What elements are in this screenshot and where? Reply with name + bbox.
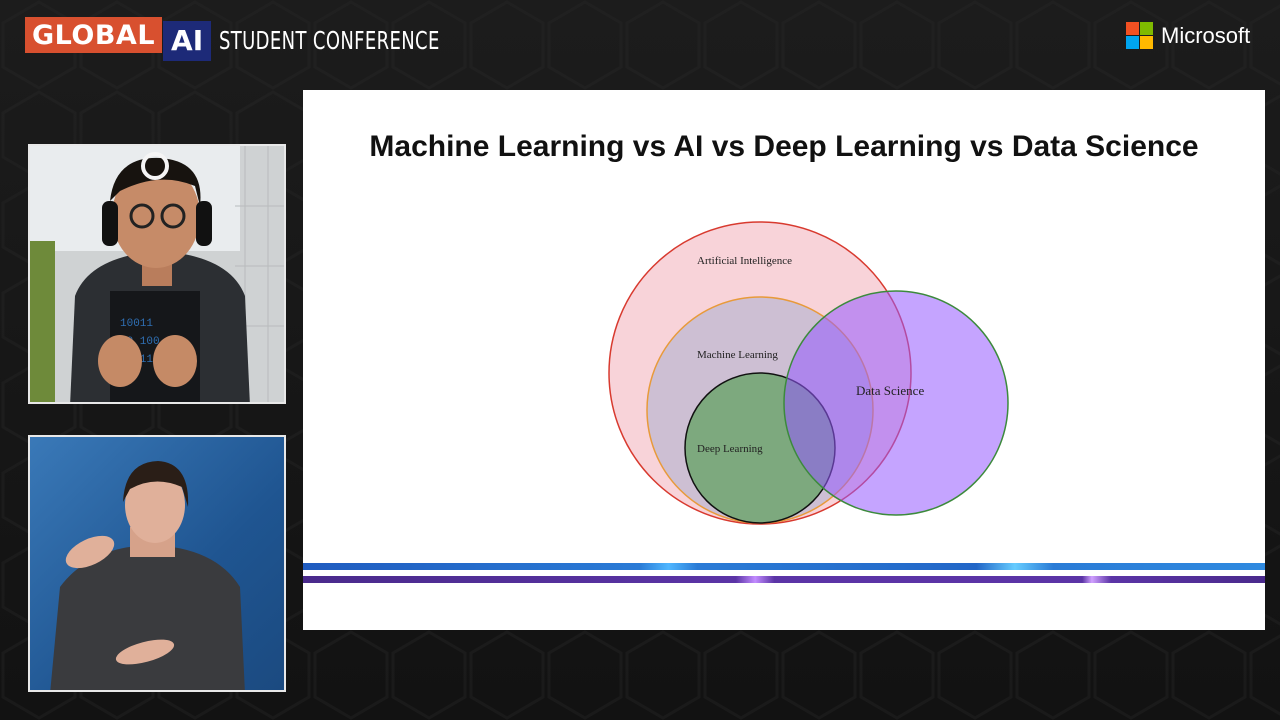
presentation-slide: Machine Learning vs AI vs Deep Learning …	[303, 90, 1265, 630]
microsoft-windows-icon	[1126, 22, 1153, 49]
ds-label: Data Science	[856, 383, 924, 398]
ml-label: Machine Learning	[697, 349, 778, 361]
brand-ai: AI	[163, 21, 212, 61]
brand-global: GLOBAL	[25, 17, 163, 53]
conference-logo: GLOBAL AI STUDENT CONFERENCE	[25, 15, 526, 61]
interpreter-figure	[50, 461, 245, 690]
ds-circle	[783, 290, 1009, 516]
slide-blue-bar	[303, 563, 1265, 570]
slide-title: Machine Learning vs AI vs Deep Learning …	[369, 130, 1199, 163]
slide-purple-bar	[303, 576, 1265, 583]
svg-text:10011: 10011	[120, 318, 153, 330]
microsoft-logo: Microsoft	[1126, 22, 1250, 49]
brand-subtitle: STUDENT CONFERENCE	[219, 25, 440, 55]
dl-label: Deep Learning	[697, 443, 763, 455]
ai-label: Artificial Intelligence	[697, 255, 792, 267]
venn-diagram: Artificial Intelligence Machine Learning…	[608, 221, 1009, 525]
microsoft-wordmark: Microsoft	[1161, 22, 1251, 48]
interpreter-video	[28, 435, 286, 692]
